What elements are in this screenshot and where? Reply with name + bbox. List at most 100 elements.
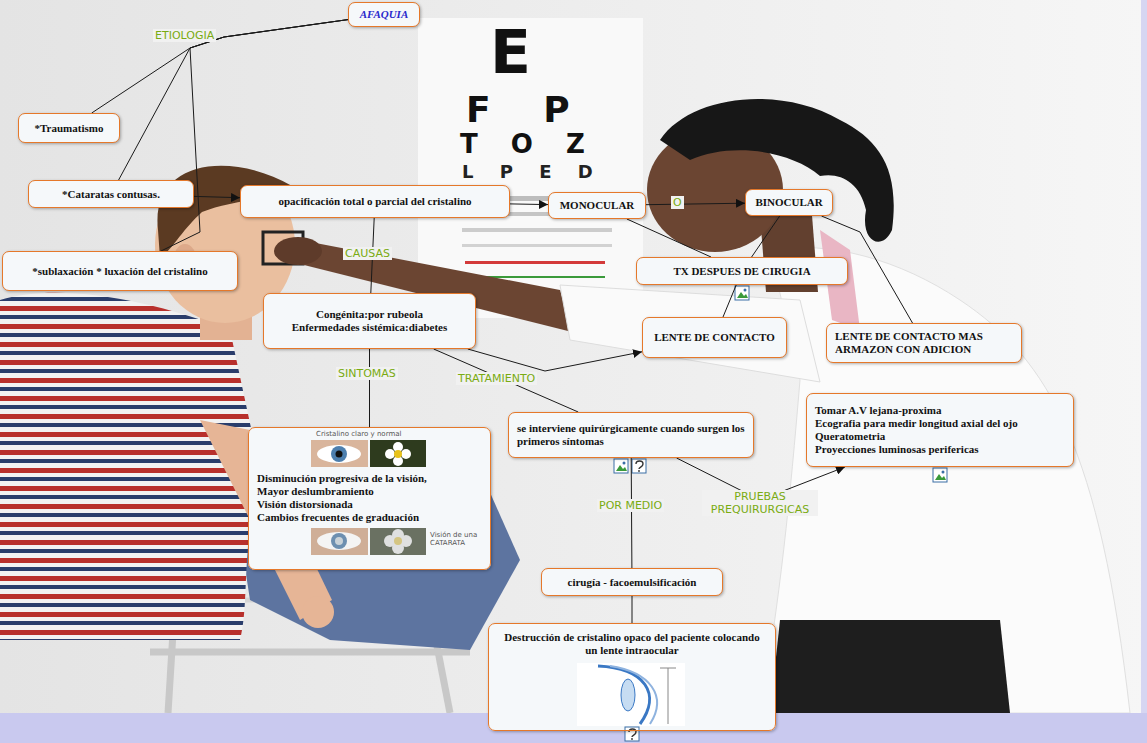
connector	[510, 203, 548, 205]
flower-photo	[370, 440, 426, 467]
node-text: Proyecciones luminosas perifericas	[815, 443, 1065, 456]
symptom-box: Disminución progresiva de la visión,Mayo…	[248, 427, 491, 570]
image-icon	[616, 465, 627, 471]
help-icon	[638, 470, 640, 472]
chart-letter: E	[490, 22, 531, 82]
help-icon	[625, 727, 639, 741]
lens-diagram	[598, 666, 650, 724]
connector	[468, 349, 642, 371]
procedure-box: cirugía - facoemulsificación	[541, 568, 723, 596]
node-text: LENTE DE CONTACTO	[651, 331, 778, 344]
lens-diagram	[577, 663, 685, 726]
box-ground	[248, 427, 491, 570]
node-text: Tomar A.V lejana-proxima	[815, 404, 1065, 417]
node-text: LENTE DE CONTACTO MAS ARMAZON CON ADICIO…	[835, 330, 1013, 356]
node-text: Queratometria	[815, 430, 1065, 443]
lens-diagram	[660, 668, 676, 724]
chart-letter: L P E D	[462, 163, 603, 181]
side-band	[1141, 0, 1147, 713]
image-caption: Visión de una CATARATA	[430, 531, 486, 547]
node-text: Ecografia para medir longitud axial del …	[815, 417, 1065, 430]
doctor	[560, 285, 820, 382]
edge-label: POR MEDIO	[597, 499, 664, 512]
node-text: AFAQUIA	[357, 8, 411, 21]
eye-chart	[465, 261, 605, 264]
cause-box: *sublaxación * luxación del cristalino	[2, 251, 238, 291]
doctor	[274, 237, 322, 265]
concept-box: opacificación total o parcial del crista…	[240, 185, 510, 218]
connector	[723, 285, 736, 317]
image-icon	[933, 468, 947, 482]
doctor	[770, 620, 1010, 713]
flower-photo	[394, 450, 402, 458]
chart-letter: T O Z	[460, 131, 597, 157]
node-text: Destrucción de cristalino opaco del paci…	[497, 631, 767, 657]
doctor	[760, 247, 1130, 713]
test-box: Tomar A.V lejana-proximaEcografia para m…	[806, 393, 1074, 467]
flower-photo	[370, 528, 426, 555]
image-icon	[933, 468, 947, 482]
node-text: Mayor deslumbramiento	[257, 485, 482, 498]
image-icon	[737, 292, 748, 298]
edge-label: CAUSAS	[343, 247, 392, 260]
image-icon	[614, 459, 628, 473]
boy	[0, 293, 260, 640]
node-text: TX DESPUES DE CIRUGIA	[645, 265, 839, 278]
image-icon	[735, 286, 749, 300]
node-text: cirugía - facoemulsificación	[550, 576, 714, 589]
node-text: Cambios frecuentes de graduación	[257, 511, 482, 524]
edge-label: TRATAMIENTO	[456, 372, 537, 385]
image-icon	[744, 289, 747, 292]
eye-chart	[462, 244, 612, 247]
cause-box: *Traumatismo	[18, 113, 120, 143]
eye-photo	[331, 533, 347, 549]
eye-photo	[311, 528, 368, 555]
node-text: Disminución progresiva de la visión,	[257, 472, 482, 485]
treatment-box: se interviene quirúrgicamente cuando sur…	[508, 412, 754, 458]
help-icon	[632, 459, 646, 473]
edge-label: O	[671, 196, 684, 209]
treatment-box: LENTE DE CONTACTO MAS ARMAZON CON ADICIO…	[826, 323, 1022, 363]
eye-photo	[317, 445, 361, 463]
concept-box: MONOCULAR	[548, 192, 646, 219]
concept-box: TX DESPUES DE CIRUGIA	[636, 257, 848, 285]
help-icon	[636, 461, 643, 469]
node-text: Visión distorsionada	[257, 498, 482, 511]
concept-box: BINOCULAR	[745, 189, 833, 216]
chair	[150, 649, 470, 656]
eye-photo	[311, 440, 368, 467]
image-icon	[614, 459, 628, 473]
eye-photo	[335, 537, 343, 545]
lens-diagram	[621, 679, 635, 711]
flower-photo	[385, 449, 395, 459]
node-text: Enfermedades sistémica:diabetes	[272, 321, 467, 334]
flower-photo	[401, 449, 411, 459]
edge-label: SINTOMAS	[336, 367, 398, 380]
flower-photo	[370, 440, 426, 467]
edge-label: ETIOLOGIA	[153, 29, 216, 42]
eye-photo	[311, 528, 368, 555]
connector	[369, 349, 370, 427]
procedure-box: Destrucción de cristalino opaco del paci…	[488, 623, 776, 731]
eye-photo	[336, 451, 343, 458]
eye-photo	[311, 440, 368, 467]
cause-box: Congénita:por rubeolaEnfermedades sistém…	[263, 293, 476, 349]
connector	[194, 196, 240, 197]
node-text: BINOCULAR	[754, 196, 824, 209]
node-text: se interviene quirúrgicamente cuando sur…	[517, 422, 745, 448]
edge-label: PRUEBAS PREQUIRURGICAS	[702, 490, 818, 516]
node-text: *Traumatismo	[27, 122, 111, 135]
box-ground	[488, 623, 776, 731]
lens-diagram	[610, 666, 657, 724]
node-text: *Cataratas contusas.	[37, 188, 185, 201]
connector	[119, 20, 348, 180]
flower-photo	[370, 528, 426, 555]
connector	[92, 20, 348, 113]
eye-chart	[462, 228, 612, 232]
image-icon	[935, 474, 946, 480]
node-text: MONOCULAR	[557, 199, 637, 212]
lens-diagram	[577, 663, 685, 726]
node-text: Congénita:por rubeola	[272, 308, 467, 321]
chart-letter: F P	[466, 92, 590, 128]
